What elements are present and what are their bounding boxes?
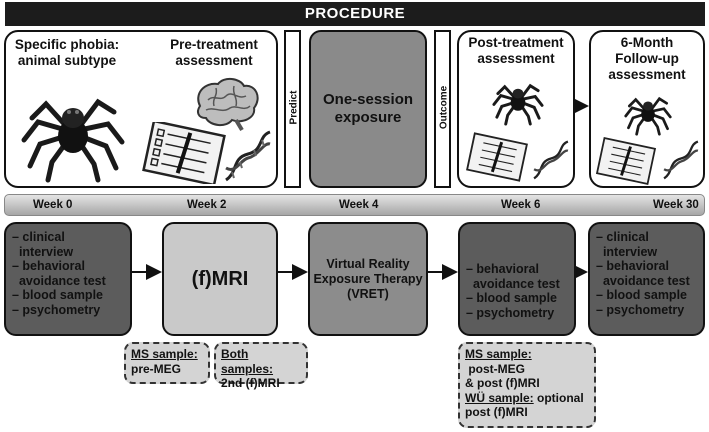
predict-box: Predict [284, 30, 301, 188]
list-item: avoidance test [12, 273, 106, 288]
both-samples-text: 2nd (f)MRI [221, 376, 280, 390]
vret-line1: Virtual Reality [326, 256, 410, 271]
post-items: – behavioral avoidance test – blood samp… [466, 262, 560, 320]
post-ms-text2: & post (f)MRI [465, 376, 540, 390]
list-item: – blood sample [12, 288, 103, 302]
timeline-bar: Week 0 Week 2 Week 4 Week 6 Week 30 [4, 194, 705, 216]
baseline-items: – clinical interview – behavioral avoida… [12, 230, 106, 317]
spider-icon [492, 83, 544, 126]
followup-title-line2: Follow-up [615, 51, 679, 66]
ms-pre-note: MS sample: pre-MEG [124, 342, 210, 384]
one-session-line2: exposure [334, 109, 402, 126]
list-item: – psychometry [466, 305, 555, 320]
pretreatment-assessment-title: Pre-treatment assessment [156, 37, 272, 69]
followup-box: 6-Month Follow-up assessment [589, 30, 705, 188]
week-label: Week 30 [653, 199, 699, 211]
pretreatment-title-line1: Pre-treatment [170, 37, 258, 52]
spider-icon [624, 96, 672, 136]
week-label: Week 4 [339, 199, 379, 211]
list-item: – psychometry [12, 302, 101, 317]
week-label: Week 6 [501, 199, 541, 211]
list-item: avoidance test [596, 273, 690, 288]
procedure-title: PROCEDURE [5, 2, 705, 26]
post-wu-text2: post (f)MRI [465, 405, 528, 419]
pretreatment-title-line2: assessment [175, 53, 253, 68]
followup-title-line3: assessment [608, 67, 686, 82]
phobia-subtype-title: Specific phobia: animal subtype [12, 37, 122, 69]
one-session-line1: One-session [322, 91, 414, 108]
followup-title: 6-Month Follow-up assessment [591, 35, 703, 83]
post-treatment-title: Post-treatment assessment [459, 35, 573, 67]
spider-icon [21, 98, 125, 183]
both-samples-label: Both samples: [221, 347, 274, 376]
clipboard-icon [466, 132, 528, 182]
list-item: – behavioral [466, 262, 539, 276]
vret-line3: (VRET) [347, 286, 389, 301]
followup-items: – clinical interview – behavioral avoida… [596, 230, 690, 317]
list-item: – clinical [12, 230, 65, 244]
list-item: – psychometry [596, 302, 685, 317]
followup-assessment-box: – clinical interview – behavioral avoida… [588, 222, 705, 336]
dna-icon [663, 140, 699, 180]
list-item: – behavioral [12, 259, 85, 273]
list-item: – blood sample [596, 288, 687, 302]
week-label: Week 0 [33, 199, 73, 211]
mri-box: (f)MRI [162, 222, 278, 336]
brain-icon [197, 78, 259, 132]
phobia-title-line1: Specific phobia: [14, 37, 120, 52]
post-sample-note: MS sample: post-MEG & post (f)MRI WÜ sam… [458, 342, 596, 428]
post-assessment-box: – behavioral avoidance test – blood samp… [458, 222, 576, 336]
post-title-line2: assessment [477, 51, 555, 66]
clipboard-icon [595, 137, 657, 185]
list-item: – blood sample [466, 291, 557, 305]
ms-pre-label: MS sample: [131, 347, 198, 361]
baseline-assessment-box: – clinical interview – behavioral avoida… [4, 222, 132, 336]
vret-line2: Exposure Therapy [313, 271, 423, 286]
list-item: interview [596, 244, 658, 259]
list-item: – clinical [596, 230, 649, 244]
post-title-line1: Post-treatment [468, 35, 564, 50]
post-ms-label: MS sample: [465, 347, 532, 361]
post-wu-text1: optional [533, 390, 584, 405]
list-item: – behavioral [596, 259, 669, 273]
ms-pre-text: pre-MEG [131, 361, 182, 376]
list-item: interview [12, 244, 74, 259]
followup-title-line1: 6-Month [620, 35, 674, 50]
dna-icon [533, 140, 569, 180]
list-item: avoidance test [466, 276, 560, 291]
clipboard-icon [142, 122, 226, 184]
post-wu-label: WÜ sample: [465, 390, 534, 405]
outcome-box: Outcome [434, 30, 451, 188]
both-samples-note: Both samples: 2nd (f)MRI [214, 342, 308, 390]
week-label: Week 2 [187, 199, 227, 211]
one-session-exposure-box: One-session exposure [309, 30, 427, 188]
pretreatment-box: Specific phobia: animal subtype Pre-trea… [4, 30, 278, 188]
mri-label: (f)MRI [191, 267, 249, 290]
dna-icon [225, 130, 271, 182]
post-treatment-box: Post-treatment assessment [457, 30, 575, 188]
vret-box: Virtual Reality Exposure Therapy (VRET) [308, 222, 428, 336]
phobia-title-line2: animal subtype [17, 53, 117, 68]
post-ms-text1: post-MEG [465, 361, 525, 376]
